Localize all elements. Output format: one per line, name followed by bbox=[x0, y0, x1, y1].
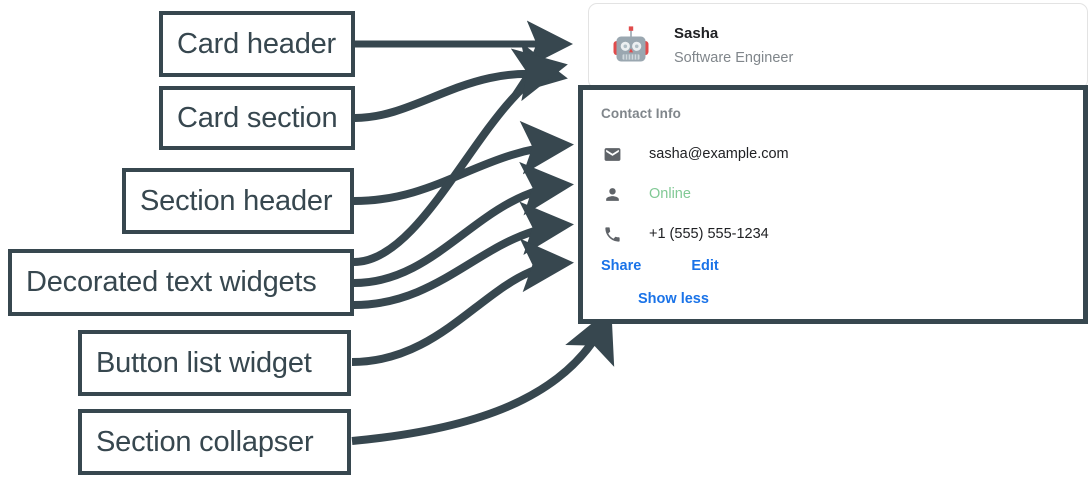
email-icon bbox=[601, 145, 623, 164]
button-list-widget: Share Edit bbox=[601, 258, 1083, 274]
card-header[interactable]: Sasha Software Engineer bbox=[588, 3, 1088, 89]
robot-avatar-icon bbox=[613, 26, 649, 62]
annotation-label: Decorated text widgets bbox=[26, 266, 317, 298]
phone-icon bbox=[601, 225, 623, 244]
arrow-decorated-text-1 bbox=[353, 48, 568, 266]
annotation-box-section-header: Section header bbox=[122, 168, 354, 234]
annotation-box-card-section: Card section bbox=[159, 86, 355, 150]
annotation-box-card-header: Card header bbox=[159, 11, 355, 77]
arrow-card-section bbox=[354, 42, 568, 122]
share-button[interactable]: Share bbox=[601, 258, 642, 274]
arrow-section-header bbox=[353, 120, 574, 205]
section-header: Contact Info bbox=[601, 106, 681, 121]
card-header-subtitle: Software Engineer bbox=[674, 49, 794, 66]
annotation-label: Section header bbox=[140, 184, 333, 217]
arrow-button-list bbox=[351, 238, 574, 366]
annotation-label: Section collapser bbox=[96, 425, 314, 458]
annotation-box-section-collapser: Section collapser bbox=[78, 409, 351, 475]
decorated-text-widget-phone[interactable]: +1 (555) 555-1234 bbox=[601, 214, 1083, 254]
annotation-label: Card header bbox=[177, 27, 337, 60]
section-collapser-button[interactable]: Show less bbox=[638, 291, 709, 307]
annotation-label: Card section bbox=[177, 101, 338, 134]
arrow-decorated-text-3 bbox=[353, 201, 574, 309]
status-value: Online bbox=[649, 186, 691, 202]
decorated-text-widget-email[interactable]: sasha@example.com bbox=[601, 134, 1083, 174]
arrow-decorated-text-2 bbox=[353, 161, 574, 287]
phone-value: +1 (555) 555-1234 bbox=[649, 226, 769, 242]
edit-button[interactable]: Edit bbox=[691, 258, 719, 274]
annotation-box-button-list-widget: Button list widget bbox=[78, 330, 351, 396]
card-section-content: Contact Info sasha@example.com Online bbox=[583, 90, 1083, 319]
card-header-title: Sasha bbox=[674, 25, 719, 43]
email-value: sasha@example.com bbox=[649, 146, 789, 162]
annotation-box-decorated-text-widgets: Decorated text widgets bbox=[8, 249, 354, 316]
decorated-text-widget-status[interactable]: Online bbox=[601, 174, 1083, 214]
card-section: Contact Info sasha@example.com Online bbox=[578, 85, 1088, 324]
person-icon bbox=[601, 185, 623, 204]
annotation-label: Button list widget bbox=[96, 346, 312, 379]
card-header-text: Sasha Software Engineer bbox=[674, 25, 793, 67]
arrow-section-collapser bbox=[351, 307, 615, 445]
